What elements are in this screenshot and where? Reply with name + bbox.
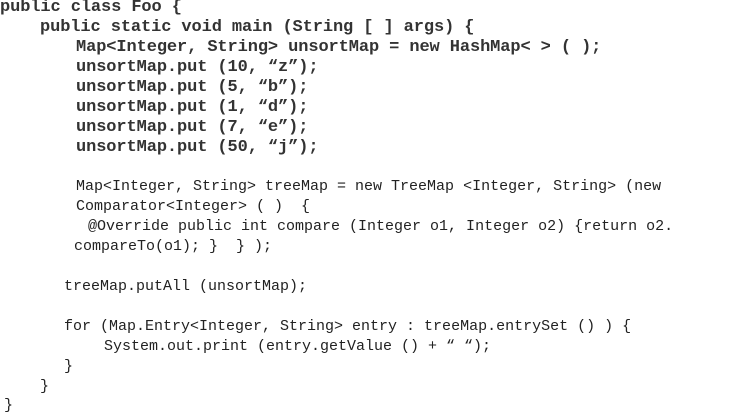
code-line: public class Foo {: [0, 0, 182, 17]
code-line: for (Map.Entry<Integer, String> entry : …: [64, 318, 632, 335]
code-line: System.out.print (entry.getValue () + “ …: [104, 338, 492, 355]
code-line: }: [64, 358, 74, 375]
code-line: @Override public int compare (Integer o1…: [88, 218, 674, 235]
code-line: unsortMap.put (50, “j”);: [76, 138, 319, 157]
code-line: Map<Integer, String> treeMap = new TreeM…: [76, 178, 662, 195]
code-line: }: [40, 378, 50, 395]
code-line: unsortMap.put (7, “e”);: [76, 118, 309, 137]
code-line: unsortMap.put (1, “d”);: [76, 98, 309, 117]
code-line: Comparator<Integer> ( ) {: [76, 198, 311, 215]
code-line: unsortMap.put (5, “b”);: [76, 78, 309, 97]
code-line: public static void main (String [ ] args…: [40, 18, 475, 37]
code-line: }: [4, 397, 14, 414]
code-line: Map<Integer, String> unsortMap = new Has…: [76, 38, 602, 57]
code-line: treeMap.putAll (unsortMap);: [64, 278, 308, 295]
code-line: unsortMap.put (10, “z”);: [76, 58, 319, 77]
code-line: compareTo(o1); } } );: [74, 238, 273, 255]
